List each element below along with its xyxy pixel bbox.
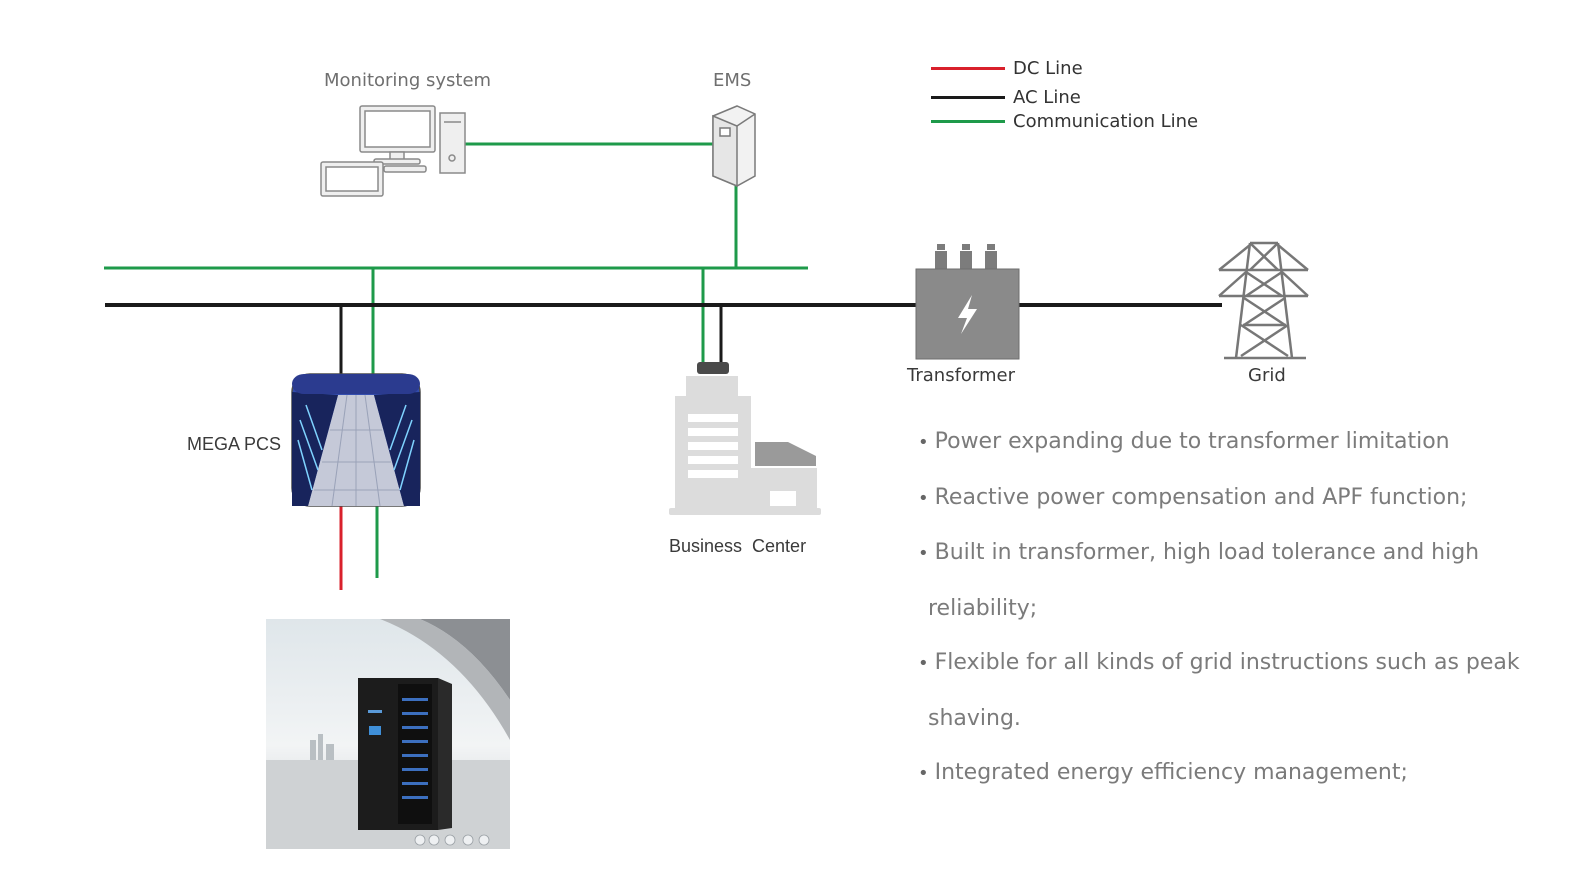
legend-label-dc: DC Line [1013,58,1083,79]
legend-item-ac: AC Line [931,87,1081,108]
feature-list: •Power expanding due to transformer limi… [918,415,1578,802]
transformer-label: Transformer [907,365,1016,386]
ems-label: EMS [713,70,752,91]
mega-pcs-label: MEGA PCS [187,434,282,454]
transmission-tower-icon [1218,241,1309,360]
feature-bullet: shaving. [918,692,1578,747]
pcs-datacenter-icon [291,373,421,507]
building-icon [669,362,821,515]
feature-bullet: •Flexible for all kinds of grid instruct… [918,636,1578,692]
feature-bullet: •Integrated energy efficiency management… [918,746,1578,802]
legend-swatch-ac [931,96,1005,99]
business-center-label: Business Center [669,536,807,556]
feature-bullet: •Reactive power compensation and APF fun… [918,471,1578,527]
monitoring-system-label: Monitoring system [324,70,492,91]
bullet-text: Power expanding due to transformer limit… [934,429,1450,454]
legend-swatch-dc [931,67,1005,70]
bullet-dot: • [918,543,929,564]
bullet-dot: • [918,653,929,674]
bullet-dot: • [918,432,929,453]
bullet-text: reliability; [928,595,1038,621]
legend-item-comm: Communication Line [931,111,1198,132]
bullet-text: Built in transformer, high load toleranc… [934,540,1480,565]
grid-label: Grid [1248,365,1286,386]
legend-label-ac: AC Line [1013,87,1081,108]
bullet-text: shaving. [928,705,1021,731]
computer-icon [320,105,466,197]
feature-bullet: reliability; [918,582,1578,637]
lightning-icon [958,295,977,334]
legend-item-dc: DC Line [931,58,1083,79]
bullet-text: Integrated energy efficiency management; [934,760,1408,785]
bullet-dot: • [918,763,929,784]
ems-cabinet-icon [712,105,756,188]
bullet-text: Reactive power compensation and APF func… [934,484,1468,510]
transformer-icon [915,244,1020,360]
legend-swatch-comm [931,120,1005,123]
bullet-dot: • [918,487,929,509]
communication-lines [104,142,808,578]
battery-cabinet-photo [266,619,510,849]
feature-bullet: •Power expanding due to transformer limi… [918,415,1578,471]
bullet-text: Flexible for all kinds of grid instructi… [934,650,1520,675]
legend-label-comm: Communication Line [1013,111,1199,132]
feature-bullet: •Built in transformer, high load toleran… [918,526,1578,582]
